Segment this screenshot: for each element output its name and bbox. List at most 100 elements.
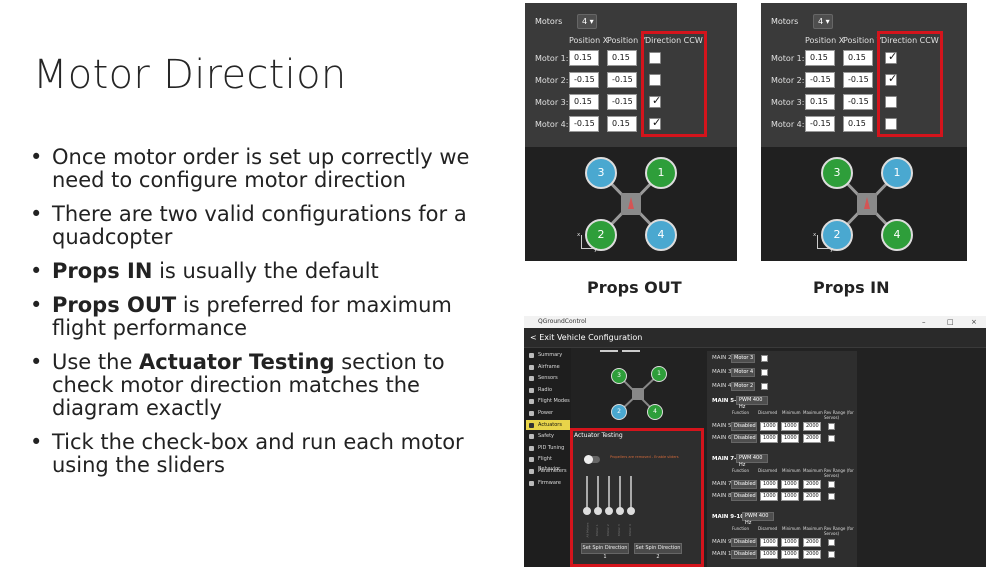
sidebar-item-airframe[interactable]: Airframe	[526, 362, 570, 372]
function-select[interactable]: Disabled	[731, 480, 757, 489]
direction-ccw-checkbox[interactable]: ✓	[649, 94, 661, 108]
slider-handle[interactable]	[594, 507, 602, 515]
sidebar-item-flight-behavior[interactable]: Flight Behavior	[526, 454, 570, 472]
slider-handle[interactable]	[605, 507, 613, 515]
minimum-field[interactable]: 1000	[781, 422, 799, 431]
pwm-rate-select[interactable]: PWM 400 Hz	[736, 396, 768, 410]
disarmed-field[interactable]: 1000	[760, 480, 778, 489]
direction-ccw-checkbox[interactable]	[649, 74, 661, 86]
maximum-field[interactable]: 2000	[803, 434, 821, 443]
function-select[interactable]: Disabled	[731, 492, 757, 501]
motor-row-label: Motor 4:	[771, 120, 805, 129]
actuator-slider[interactable]	[630, 476, 632, 510]
direction-ccw-checkbox[interactable]	[885, 96, 897, 108]
position-x-field[interactable]: 0.15	[569, 94, 599, 110]
slider-label: Motor 3	[616, 524, 621, 536]
maximum-field[interactable]: 2000	[803, 550, 821, 559]
sidebar-item-actuators[interactable]: Actuators	[526, 419, 570, 430]
minimum-field[interactable]: 1000	[781, 492, 799, 501]
disarmed-field[interactable]: 1000	[760, 422, 778, 431]
sidebar-item-sensors[interactable]: Sensors	[526, 373, 570, 383]
pwm-rate-select[interactable]: PWM 400 Hz	[742, 512, 774, 526]
minimum-field[interactable]: 1000	[781, 480, 799, 489]
direction-ccw-checkbox[interactable]	[649, 52, 661, 64]
position-y-field[interactable]: -0.15	[843, 94, 873, 110]
position-x-field[interactable]: 0.15	[805, 94, 835, 110]
direction-ccw-checkbox[interactable]: ✓	[885, 50, 897, 64]
rev-range-checkbox[interactable]	[828, 481, 835, 488]
direction-ccw-checkbox[interactable]	[885, 118, 897, 130]
rev-range-checkbox[interactable]	[828, 493, 835, 500]
slider-handle[interactable]	[627, 507, 635, 515]
output-function-select[interactable]: Motor 4	[731, 368, 755, 377]
position-x-field[interactable]: -0.15	[805, 116, 835, 132]
disarmed-field[interactable]: 1000	[760, 434, 778, 443]
output-checkbox[interactable]	[761, 383, 768, 390]
maximize-icon[interactable]: □	[947, 318, 954, 326]
function-select[interactable]: Disabled	[731, 538, 757, 547]
minimum-field[interactable]: 1000	[781, 434, 799, 443]
minimum-field[interactable]: 1000	[781, 538, 799, 547]
position-y-field[interactable]: 0.15	[843, 116, 873, 132]
maximum-field[interactable]: 2000	[803, 422, 821, 431]
close-icon[interactable]: ×	[971, 318, 977, 326]
function-select[interactable]: Disabled	[731, 422, 757, 431]
maximum-field[interactable]: 2000	[803, 538, 821, 547]
rev-range-checkbox[interactable]	[828, 551, 835, 558]
output-checkbox[interactable]	[761, 355, 768, 362]
direction-ccw-checkbox[interactable]: ✓	[885, 72, 897, 86]
slider-handle[interactable]	[583, 507, 591, 515]
position-y-field[interactable]: -0.15	[607, 72, 637, 88]
exit-config-link[interactable]: < Exit Vehicle Configuration	[524, 328, 986, 348]
position-x-field[interactable]: -0.15	[805, 72, 835, 88]
slider-label: Motor 4	[627, 524, 632, 536]
actuator-slider[interactable]	[608, 476, 610, 510]
position-x-field[interactable]: -0.15	[569, 116, 599, 132]
actuator-slider[interactable]	[619, 476, 621, 510]
position-y-field[interactable]: 0.15	[843, 50, 873, 66]
sidebar-item-flight-modes[interactable]: Flight Modes	[526, 396, 570, 406]
position-x-field[interactable]: -0.15	[569, 72, 599, 88]
disarmed-field[interactable]: 1000	[760, 538, 778, 547]
position-x-field[interactable]: 0.15	[805, 50, 835, 66]
motor-count-select[interactable]: 4 ▾	[577, 14, 597, 29]
maximum-field[interactable]: 2000	[803, 492, 821, 501]
disarmed-field[interactable]: 1000	[760, 492, 778, 501]
tab-indicator[interactable]	[622, 350, 640, 352]
function-select[interactable]: Disabled	[731, 434, 757, 443]
sidebar-item-summary[interactable]: Summary	[526, 350, 570, 360]
sidebar-item-power[interactable]: Power	[526, 408, 570, 418]
output-function-select[interactable]: Motor 3	[731, 354, 755, 363]
slider-handle[interactable]	[616, 507, 624, 515]
sidebar-item-parameters[interactable]: Parameters	[526, 466, 570, 476]
rev-range-checkbox[interactable]	[828, 539, 835, 546]
direction-ccw-checkbox[interactable]: ✓	[649, 116, 661, 130]
sidebar-item-firmware[interactable]: Firmware	[526, 478, 570, 488]
maximum-field[interactable]: 2000	[803, 480, 821, 489]
set-spin-direction-1-button[interactable]: Set Spin Direction 1	[581, 543, 629, 560]
pwm-rate-select[interactable]: PWM 400 Hz	[736, 454, 768, 468]
rev-range-checkbox[interactable]	[828, 423, 835, 430]
sidebar-item-pid-tuning[interactable]: PID Tuning	[526, 443, 570, 453]
actuator-slider[interactable]	[586, 476, 588, 510]
output-checkbox[interactable]	[761, 369, 768, 376]
motor-count-select[interactable]: 4 ▾	[813, 14, 833, 29]
sidebar-item-safety[interactable]: Safety	[526, 431, 570, 441]
enable-toggle[interactable]	[584, 455, 600, 464]
minimum-field[interactable]: 1000	[781, 550, 799, 559]
axis-y-label: y	[830, 247, 834, 253]
position-x-field[interactable]: 0.15	[569, 50, 599, 66]
minimize-icon[interactable]: –	[922, 318, 926, 326]
disarmed-field[interactable]: 1000	[760, 550, 778, 559]
position-y-field[interactable]: 0.15	[607, 116, 637, 132]
function-select[interactable]: Disabled	[731, 550, 757, 559]
position-y-field[interactable]: 0.15	[607, 50, 637, 66]
sidebar-item-radio[interactable]: Radio	[526, 385, 570, 395]
position-y-field[interactable]: -0.15	[843, 72, 873, 88]
rev-range-checkbox[interactable]	[828, 435, 835, 442]
actuator-slider[interactable]	[597, 476, 599, 510]
position-y-field[interactable]: -0.15	[607, 94, 637, 110]
tab-indicator[interactable]	[600, 350, 618, 352]
output-function-select[interactable]: Motor 2	[731, 382, 755, 391]
set-spin-direction-2-button[interactable]: Set Spin Direction 2	[634, 543, 682, 560]
